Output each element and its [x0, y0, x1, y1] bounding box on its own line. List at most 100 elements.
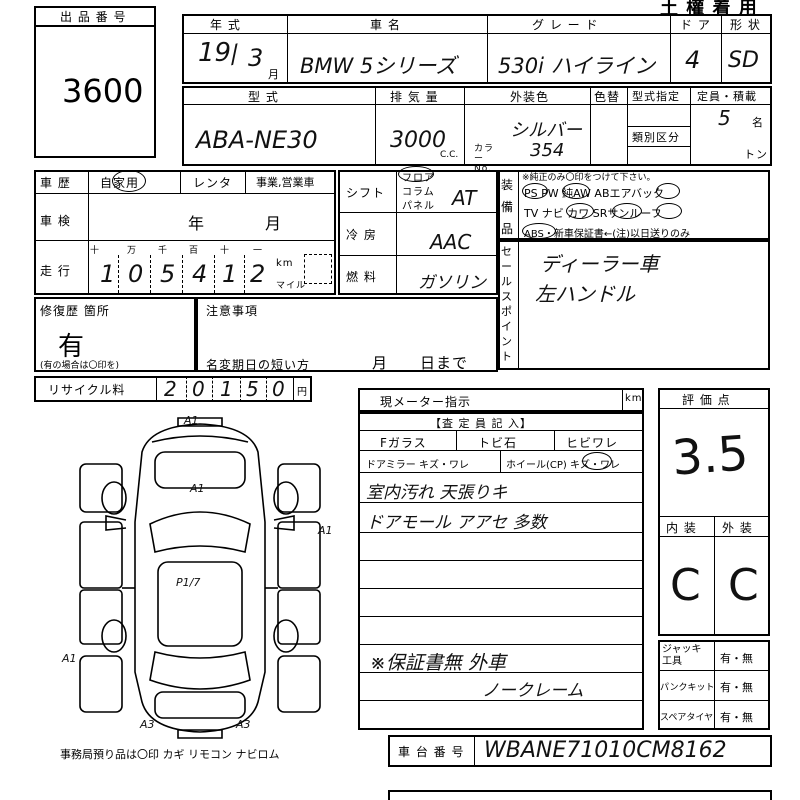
business-option: 事業,営業車 — [256, 176, 315, 189]
cc-label: C.C. — [440, 150, 459, 160]
mileage-digit: 0 — [128, 260, 144, 288]
recycle-box — [34, 376, 312, 402]
digit-label-sen: 千 — [158, 246, 169, 256]
top-info-box — [182, 14, 772, 84]
sales-text2: 左ハンドル — [535, 282, 635, 306]
digit-label-ichi: 一 — [253, 246, 264, 256]
digit-label-juu: 十 — [220, 246, 231, 256]
recycle-digit: 1 — [220, 377, 233, 401]
car-value: BMW 5シリーズ — [300, 54, 457, 78]
damage-mark: A3 — [139, 718, 155, 731]
year-label: 年 式 — [210, 18, 241, 32]
yen-unit: 円 — [297, 387, 308, 398]
mileage-digit: 2 — [250, 260, 266, 288]
door-label: ド ア — [680, 18, 711, 32]
rating-value: 3.5 — [670, 425, 751, 487]
recycle-digit: 5 — [246, 377, 259, 401]
wheel-label: ホイール(CP) キズ・ワレ — [506, 460, 620, 471]
shift-label: シフト — [346, 186, 386, 200]
door-value: 4 — [685, 46, 701, 74]
interior-label: 内 装 — [666, 521, 697, 535]
color-value: シルバー — [510, 120, 582, 141]
repair-label: 修復歴 箇所 — [40, 304, 110, 318]
inspector-note2: ドアモール アアセ 多数 — [366, 513, 547, 533]
damage-mark-center: P1/7 — [176, 576, 200, 589]
sales-label: セールスポイント — [501, 245, 513, 363]
meter-box — [358, 388, 644, 412]
inspector-note4: ノークレーム — [482, 681, 584, 701]
equipment-line3: ABS・新車保証書←(注)以日送りのみ — [524, 229, 691, 240]
inspector-box — [358, 412, 644, 730]
sr-circle — [656, 203, 682, 219]
inspector-note3: ※保証書無 外車 — [370, 652, 506, 674]
shape-value: SD — [728, 48, 759, 73]
fuel-value: ガソリン — [418, 273, 486, 293]
class-label: 類別区分 — [632, 131, 680, 144]
mileage-label: 走 行 — [40, 264, 71, 278]
period-day: 日まで — [420, 354, 469, 372]
pw-circle — [562, 183, 590, 199]
tobi-label: トビ石 — [478, 436, 518, 450]
lot-number: 3600 — [62, 72, 144, 110]
recycle-label: リサイクル料 — [48, 383, 126, 397]
fglass-label: Fガラス — [380, 436, 427, 450]
mile-unit: マイル — [276, 281, 307, 291]
ps-circle — [522, 183, 548, 199]
jack-label: ジャッキ 工具 — [662, 644, 702, 667]
notes-label: 注意事項 — [206, 304, 259, 318]
rental-option: レンタ — [193, 176, 233, 190]
km-unit: km — [276, 258, 294, 269]
interior-value: C — [670, 560, 701, 611]
sales-box — [498, 240, 770, 370]
year-value: 19 — [198, 38, 232, 68]
shaken-label: 車 検 — [40, 214, 71, 228]
history-label: 車 歴 — [40, 176, 71, 190]
spare-label: スペアタイヤ — [660, 713, 714, 723]
digit-label-hyaku: 百 — [189, 246, 200, 256]
chassis-box — [388, 735, 772, 767]
capacity-value: 5 — [718, 106, 731, 130]
disp-label: 排 気 量 — [390, 90, 439, 104]
hibi-label: ヒビワレ — [566, 436, 619, 450]
shape-label: 形 状 — [730, 18, 761, 32]
sales-text1: ディーラー車 — [540, 252, 659, 276]
inspector-title: 【査 定 員 記 入】 — [430, 417, 532, 430]
equipment-note: ※純正のみ〇印をつけて下さい。 — [522, 173, 656, 183]
period-label: 名変期日の短い方 — [206, 358, 311, 372]
color-label: 外装色 — [510, 90, 550, 104]
mile-box — [304, 254, 332, 284]
inspector-note1: 室内汚れ 天張りキ — [366, 483, 508, 503]
period-month: 月 — [372, 354, 389, 372]
lot-label: 出 品 番 号 — [60, 10, 127, 24]
repair-note: (有の場合は〇印を) — [40, 361, 120, 371]
exterior-label: 外 装 — [722, 521, 753, 535]
repair-value: 有 — [58, 332, 86, 362]
damage-mark: A3 — [235, 718, 251, 731]
recycle-digit: 2 — [164, 377, 177, 401]
equipment-box — [498, 170, 770, 240]
shift-column: コラム — [402, 187, 435, 198]
month-value: 3 — [248, 44, 264, 72]
mirror-label: ドアミラー キズ・ワレ — [366, 460, 469, 471]
digit-label-man: 万 — [127, 246, 138, 256]
grade-label: グ レ ー ド — [532, 18, 599, 32]
digit-label-10man: 十 — [90, 246, 101, 256]
model-value: ABA-NE30 — [196, 126, 318, 154]
rating-label: 評 価 点 — [682, 393, 731, 407]
color-no-value: 354 — [530, 140, 565, 161]
shift-value: AT — [452, 186, 477, 210]
navi-circle — [566, 203, 594, 219]
damage-mark: A1 — [317, 524, 333, 537]
chassis-value: WBANE71010CM8162 — [484, 738, 727, 763]
ac-value: AAC — [430, 230, 472, 254]
kawa-circle — [612, 203, 642, 219]
recycle-digit: 0 — [272, 377, 285, 401]
katashiki-label: 型式指定 — [632, 90, 680, 103]
capacity-label: 定員・積載 — [697, 90, 757, 103]
meter-km: km — [625, 393, 643, 404]
lot-box — [34, 6, 156, 158]
mileage-digit: 1 — [100, 260, 116, 288]
month-unit: 月 — [268, 68, 280, 81]
damage-mark: A1 — [189, 482, 205, 495]
ab-circle — [656, 183, 680, 199]
